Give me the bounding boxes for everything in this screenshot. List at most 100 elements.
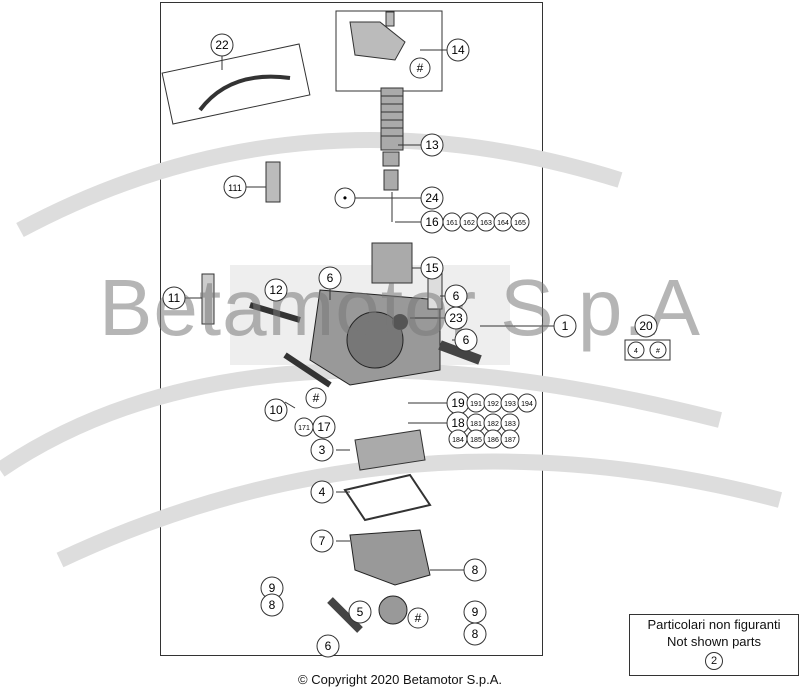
callout-dot[interactable]: • bbox=[334, 187, 356, 209]
callout-c8b[interactable]: 8 bbox=[260, 593, 284, 617]
callout-c193[interactable]: 193 bbox=[500, 393, 520, 413]
callout-c24[interactable]: 24 bbox=[420, 186, 444, 210]
callout-c111[interactable]: 111 bbox=[223, 175, 247, 199]
callout-circle bbox=[312, 415, 336, 439]
callout-circle bbox=[264, 398, 288, 422]
callout-label: 17 bbox=[317, 420, 331, 434]
callout-circle bbox=[210, 33, 234, 57]
callout-circle bbox=[463, 558, 487, 582]
callout-c11[interactable]: 11 bbox=[162, 286, 186, 310]
callout-c6d[interactable]: 6 bbox=[316, 634, 340, 658]
callout-c6c[interactable]: 6 bbox=[454, 328, 478, 352]
callout-label: 20 bbox=[639, 319, 653, 333]
callout-c187[interactable]: 187 bbox=[500, 429, 520, 449]
callout-c4[interactable]: 4 bbox=[310, 480, 334, 504]
callout-c6a[interactable]: 6 bbox=[318, 266, 342, 290]
callout-circle bbox=[264, 278, 288, 302]
callout-label: 161 bbox=[446, 220, 458, 227]
callout-c18[interactable]: 18 bbox=[446, 411, 470, 435]
callout-c192[interactable]: 192 bbox=[483, 393, 503, 413]
callout-c186[interactable]: 186 bbox=[483, 429, 503, 449]
callout-label: 8 bbox=[472, 627, 479, 641]
callout-circle bbox=[260, 593, 284, 617]
callout-c9b[interactable]: 9 bbox=[463, 600, 487, 624]
callout-h14[interactable]: # bbox=[409, 57, 431, 79]
callout-circle bbox=[500, 429, 520, 449]
callout-c162[interactable]: 162 bbox=[459, 212, 479, 232]
callout-circle bbox=[310, 480, 334, 504]
callout-c10[interactable]: 10 bbox=[264, 398, 288, 422]
callout-c3[interactable]: 3 bbox=[310, 438, 334, 462]
callout-label: 181 bbox=[470, 421, 482, 428]
callout-c182[interactable]: 182 bbox=[483, 413, 503, 433]
slide bbox=[371, 242, 413, 284]
callout-label: 5 bbox=[357, 605, 364, 619]
callout-c8a[interactable]: 8 bbox=[463, 558, 487, 582]
diagram-frame bbox=[160, 2, 543, 656]
callout-c194[interactable]: 194 bbox=[517, 393, 537, 413]
callout-c8c[interactable]: 8 bbox=[463, 622, 487, 646]
callout-c5[interactable]: 5 bbox=[348, 600, 372, 624]
part-7-bowl bbox=[349, 529, 431, 586]
callout-circle bbox=[310, 529, 334, 553]
callout-c6b[interactable]: 6 bbox=[444, 284, 468, 308]
callout-circle bbox=[223, 175, 247, 199]
part-6-hose bbox=[438, 340, 482, 365]
callout-c20b[interactable]: # bbox=[649, 341, 667, 359]
callout-label: 9 bbox=[269, 581, 276, 595]
callout-c20[interactable]: 20 bbox=[634, 314, 658, 338]
callout-c185[interactable]: 185 bbox=[466, 429, 486, 449]
callout-c191[interactable]: 191 bbox=[466, 393, 486, 413]
callout-c15[interactable]: 15 bbox=[420, 256, 444, 280]
callout-circle bbox=[420, 186, 444, 210]
part-22-box bbox=[161, 43, 311, 125]
callout-c165[interactable]: 165 bbox=[510, 212, 530, 232]
note-ref-callout[interactable]: 2 bbox=[705, 652, 723, 670]
callout-c12[interactable]: 12 bbox=[264, 278, 288, 302]
part-5 bbox=[378, 595, 408, 625]
callout-c16[interactable]: 16 bbox=[420, 210, 444, 234]
callout-label: 4 bbox=[634, 348, 638, 355]
callout-c7[interactable]: 7 bbox=[310, 529, 334, 553]
callout-c19[interactable]: 19 bbox=[446, 391, 470, 415]
callout-circle bbox=[316, 634, 340, 658]
leader-lines bbox=[184, 49, 555, 571]
callout-label: 194 bbox=[521, 401, 533, 408]
callout-h10[interactable]: # bbox=[305, 387, 327, 409]
callout-label: 192 bbox=[487, 401, 499, 408]
callout-c14[interactable]: 14 bbox=[446, 38, 470, 62]
part-22-cable bbox=[198, 74, 291, 112]
callout-c17[interactable]: 17 bbox=[312, 415, 336, 439]
callout-c181[interactable]: 181 bbox=[466, 413, 486, 433]
callout-label: 182 bbox=[487, 421, 499, 428]
callout-label: 186 bbox=[487, 437, 499, 444]
callout-circle bbox=[409, 57, 431, 79]
callout-label: # bbox=[313, 391, 320, 405]
callout-c13[interactable]: 13 bbox=[420, 133, 444, 157]
callout-c164[interactable]: 164 bbox=[493, 212, 513, 232]
callout-label: 12 bbox=[269, 283, 283, 297]
callout-label: 23 bbox=[449, 311, 463, 325]
part-20-box bbox=[624, 339, 671, 361]
callout-label: 193 bbox=[504, 401, 516, 408]
spring bbox=[380, 87, 404, 191]
callout-c23[interactable]: 23 bbox=[444, 306, 468, 330]
callout-c183[interactable]: 183 bbox=[500, 413, 520, 433]
callout-c1[interactable]: 1 bbox=[553, 314, 577, 338]
callout-label: 4 bbox=[319, 485, 326, 499]
callout-label: 1 bbox=[562, 319, 569, 333]
callout-label: # bbox=[415, 611, 422, 625]
callout-circle bbox=[162, 286, 186, 310]
callout-circle bbox=[553, 314, 577, 338]
callout-label: 8 bbox=[472, 563, 479, 577]
callout-label: 8 bbox=[269, 598, 276, 612]
callout-c163[interactable]: 163 bbox=[476, 212, 496, 232]
callout-c20a[interactable]: 4 bbox=[627, 341, 645, 359]
callout-c161[interactable]: 161 bbox=[442, 212, 462, 232]
callout-h5[interactable]: # bbox=[407, 607, 429, 629]
callout-c22[interactable]: 22 bbox=[210, 33, 234, 57]
callout-label: 18 bbox=[451, 416, 465, 430]
callout-c184[interactable]: 184 bbox=[448, 429, 468, 449]
not-shown-parts-note: Particolari non figuranti Not shown part… bbox=[629, 614, 799, 676]
callout-c171[interactable]: 171 bbox=[294, 417, 314, 437]
